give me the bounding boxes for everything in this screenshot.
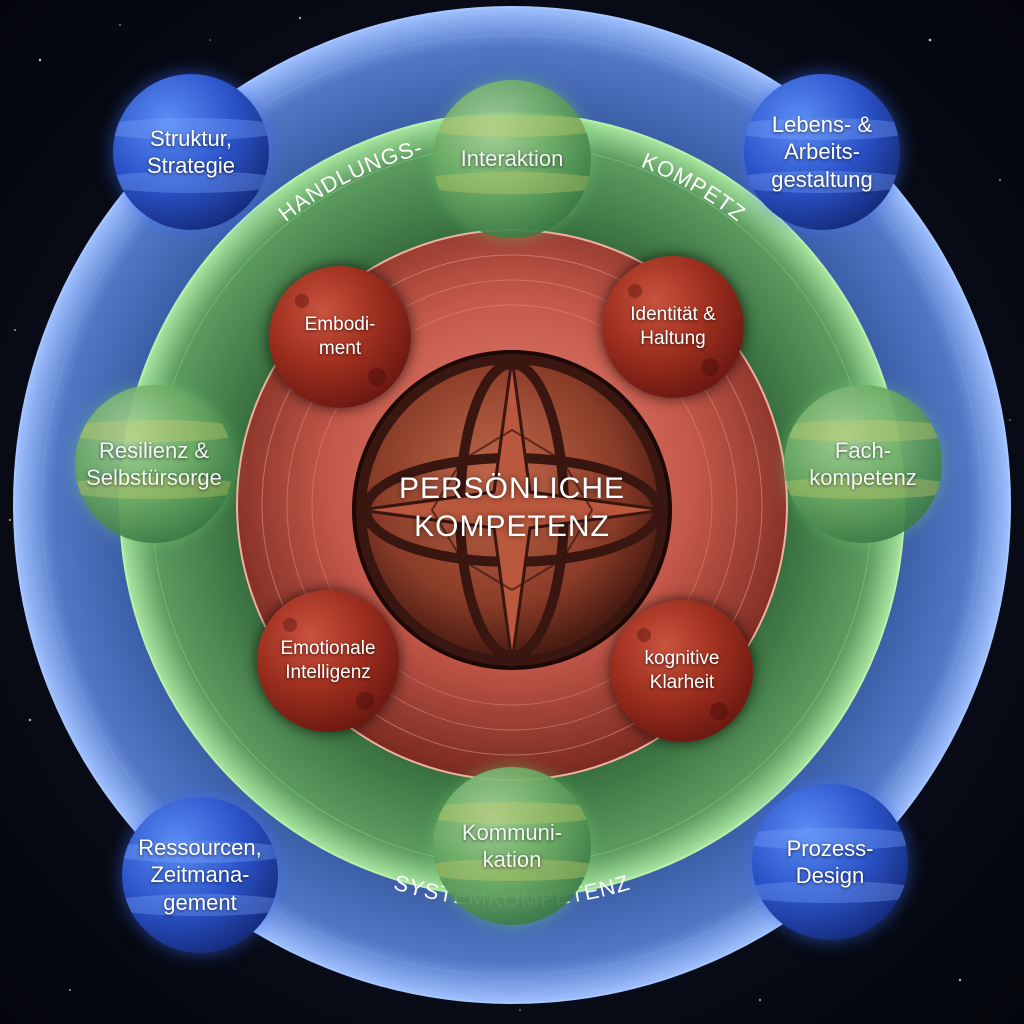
compass-star-icon: [359, 357, 665, 663]
planet-embodiment[interactable]: Embodi-ment: [269, 266, 411, 408]
planet-kommunikation[interactable]: Kommuni-kation: [433, 767, 591, 925]
planet-identitaet-haltung[interactable]: Identität &Haltung: [602, 256, 744, 398]
compass-medallion: [352, 350, 672, 670]
planet-fachkompetenz[interactable]: Fach-kompetenz: [784, 385, 942, 543]
planet-resilienz-selbstfuersorge[interactable]: Resilienz &Selbstürsorge: [75, 385, 233, 543]
planet-lebens-arbeitsgestaltung[interactable]: Lebens- &Arbeits-gestaltung: [744, 74, 900, 230]
planet-interaktion[interactable]: Interaktion: [433, 80, 591, 238]
center-title: PERSÖNLICHE KOMPETENZ: [398, 472, 626, 543]
planet-prozess-design[interactable]: Prozess-Design: [752, 784, 908, 940]
planet-ressourcen-zeitmanagement[interactable]: Ressourcen,Zeitmana-gement: [122, 797, 278, 953]
planet-struktur-strategie[interactable]: Struktur,Strategie: [113, 74, 269, 230]
